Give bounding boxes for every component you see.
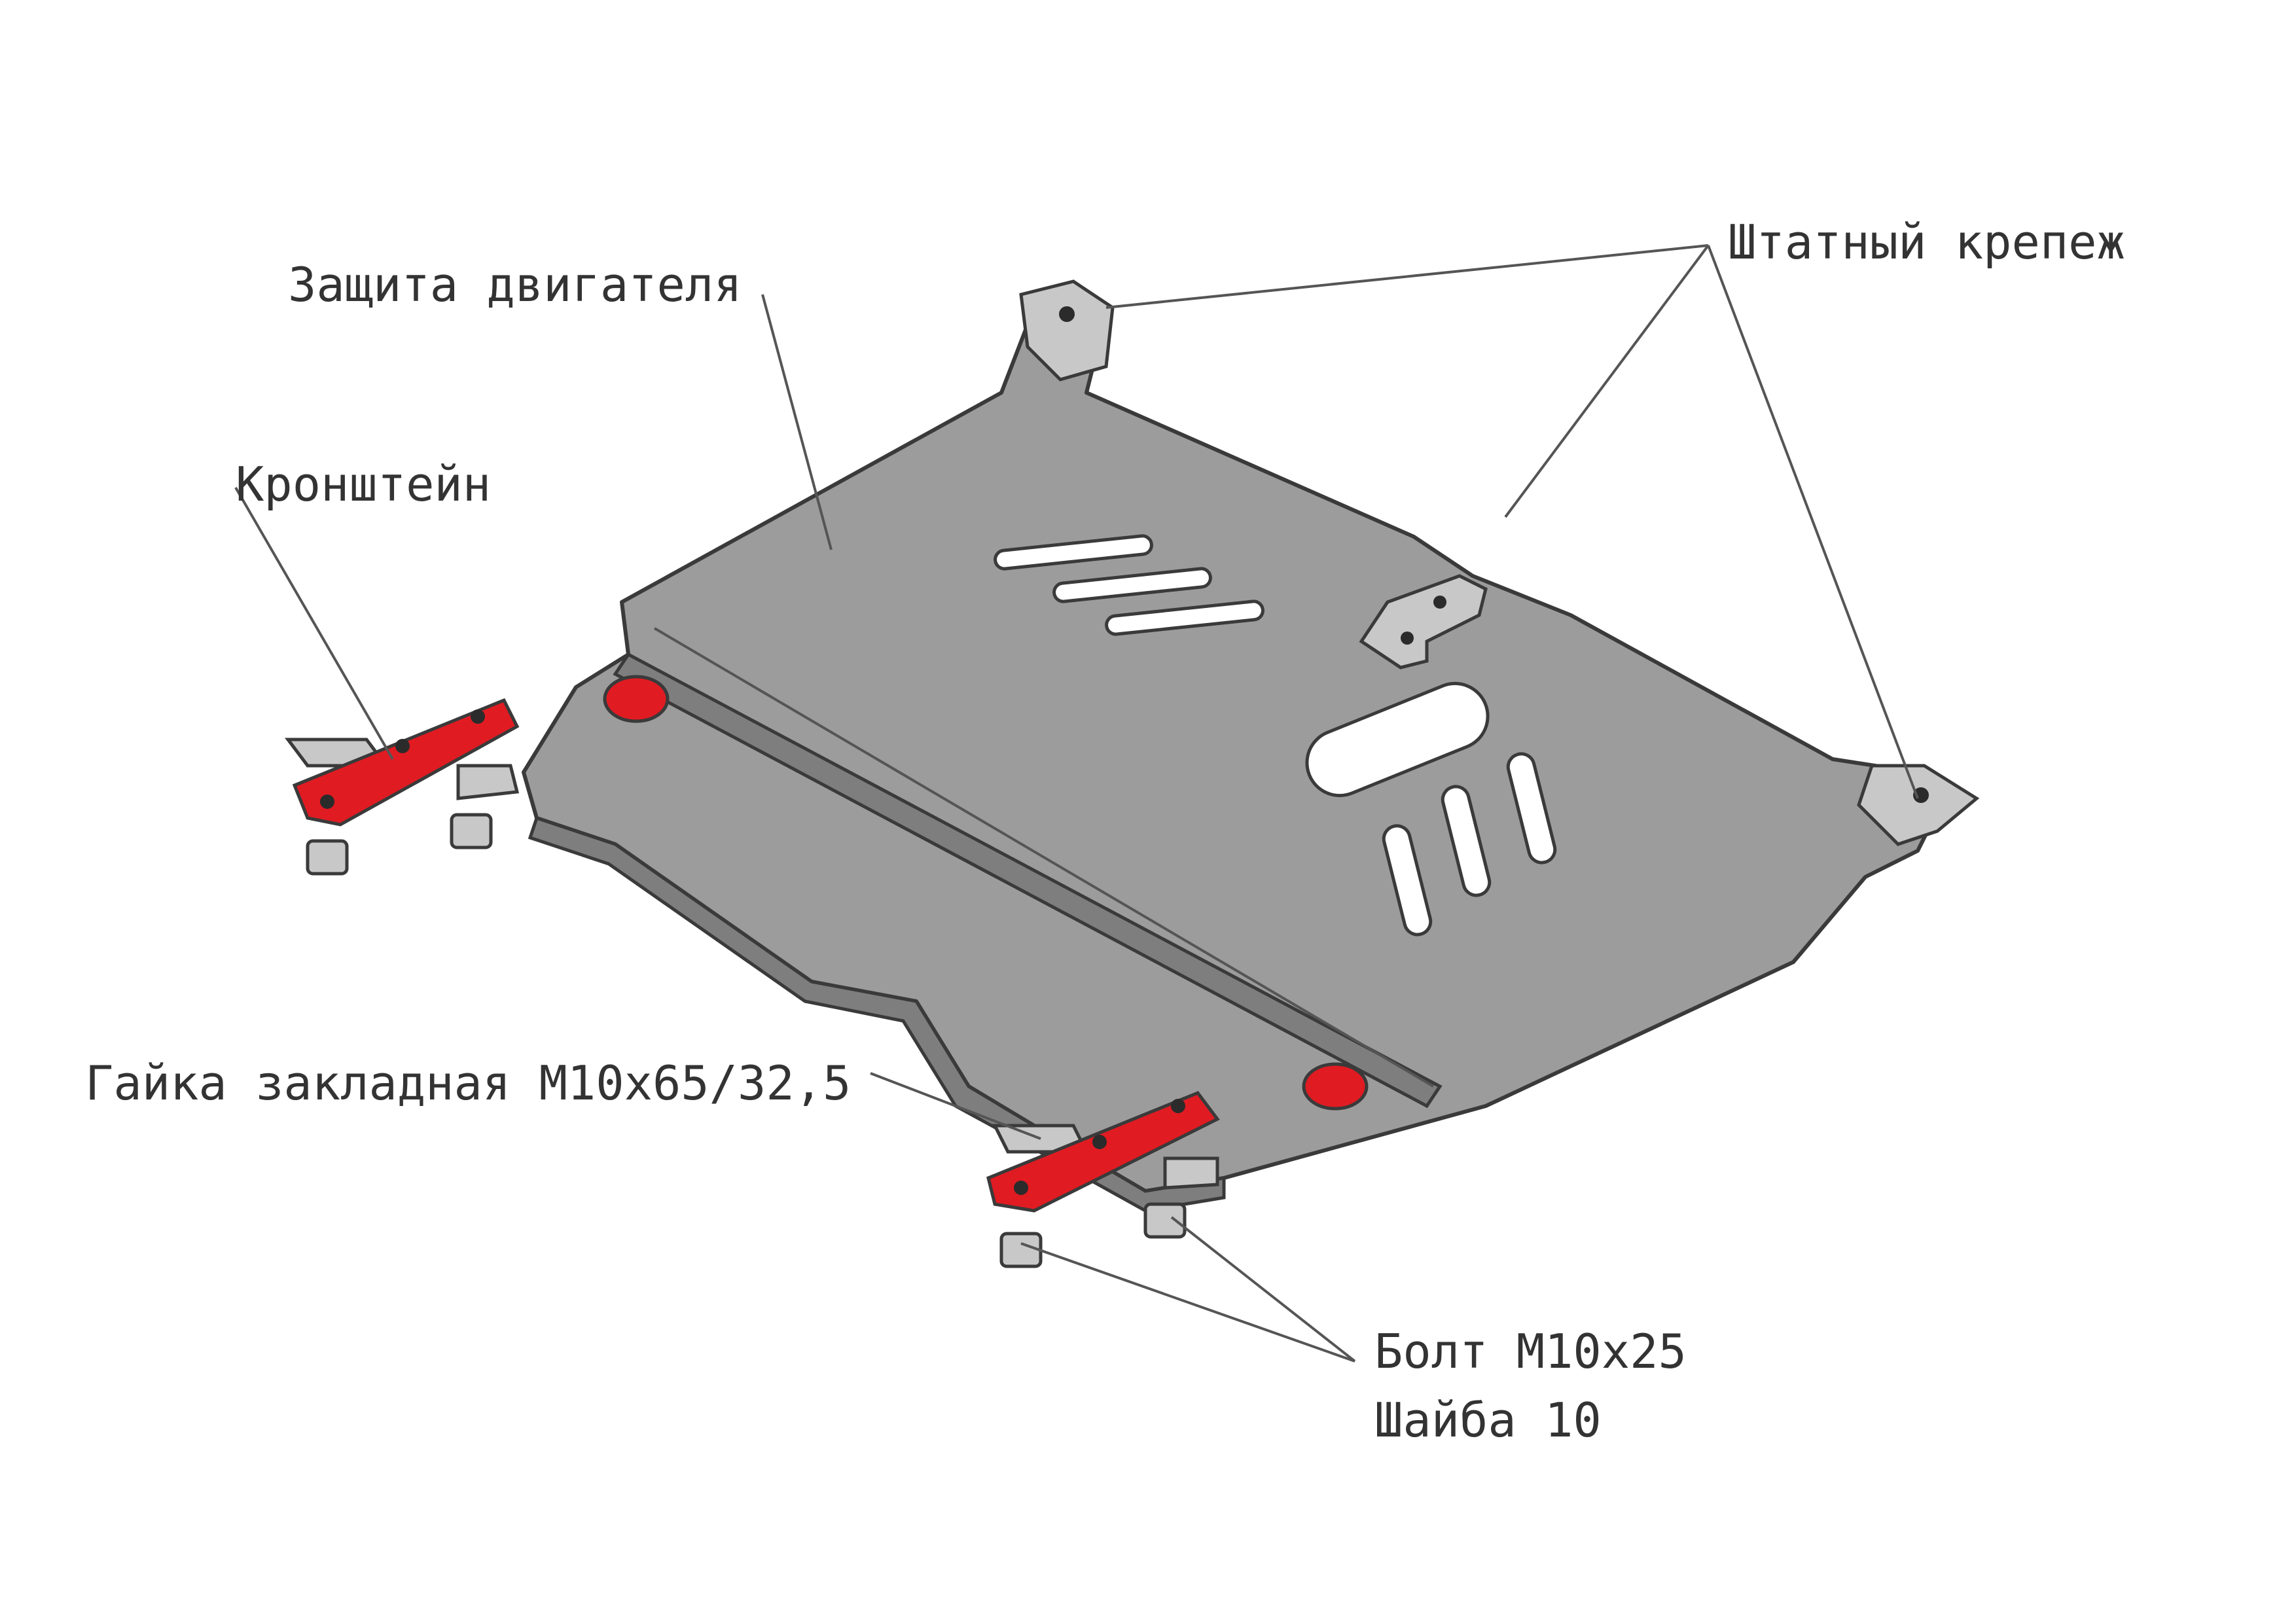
label-engine-guard: Защита двигателя: [288, 257, 742, 312]
vent-slots-top: [994, 534, 1265, 636]
vent-slots-vertical: [1382, 752, 1557, 936]
red-plug-right: [1302, 1062, 1369, 1111]
engine-guard-plate: [522, 286, 1939, 1213]
leader-lines: [234, 244, 1919, 1363]
label-washer: Шайба 10: [1374, 1393, 1602, 1448]
label-standard-fasteners: Штатный крепеж: [1728, 215, 2125, 270]
rear-right-tab: [1857, 764, 1980, 846]
oil-drain-opening: [1305, 681, 1490, 798]
label-bolt: Болт М10х25: [1374, 1324, 1687, 1379]
rear-left-tab: [1019, 279, 1115, 382]
middle-tab: [1359, 574, 1488, 669]
bracket-right: [986, 1090, 1220, 1268]
red-plug-left: [603, 675, 670, 723]
bracket-left: [285, 698, 520, 876]
label-bracket: Кронштейн: [236, 457, 491, 512]
label-nut: Гайка закладная М10х65/32,5: [85, 1056, 851, 1111]
